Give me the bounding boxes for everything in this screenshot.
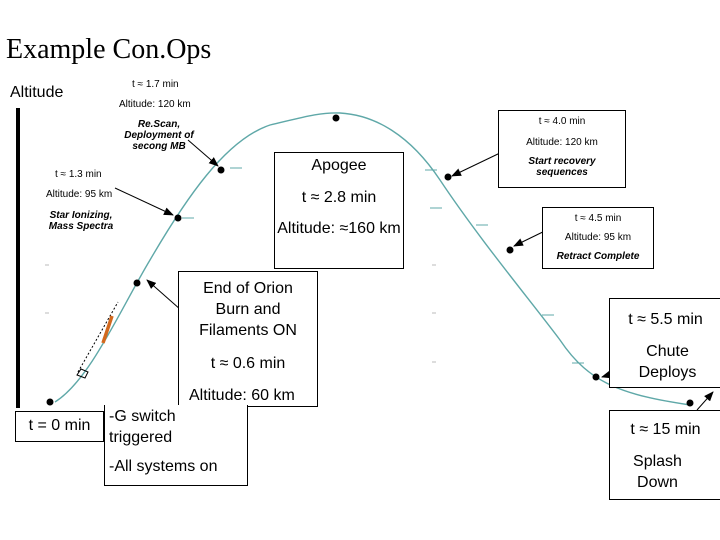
dot-t06 (133, 279, 141, 287)
dot-t55 (592, 373, 600, 381)
t55-box: t ≈ 5.5 min Chute Deploys (609, 298, 720, 388)
t55-desc: Chute Deploys (638, 343, 697, 381)
apogee-label: Apogee (311, 157, 367, 174)
t06-time: t ≈ 0.6 min (210, 355, 286, 372)
t15-desc: Splash Down (633, 453, 682, 491)
t40-box: t ≈ 4.0 min Altitude: 120 km Start recov… (498, 110, 626, 188)
dot-t13 (174, 214, 182, 222)
t06-altitude: Altitude: 60 km (189, 387, 295, 404)
t0-box: t = 0 min (15, 411, 104, 442)
t13-altitude: Altitude: 95 km (46, 189, 113, 200)
dot-t15 (686, 399, 694, 407)
t45-altitude: Altitude: 95 km (564, 232, 632, 243)
t0-desc-box: -G switch triggered -All systems on (104, 405, 248, 486)
t13-desc: Star Ionizing, Mass Spectra (48, 210, 114, 232)
t06-desc: End of Orion Burn and Filaments ON (199, 280, 297, 339)
t45-box: t ≈ 4.5 min Altitude: 95 km Retract Comp… (542, 207, 654, 269)
altitude-axis-label: Altitude (10, 84, 64, 101)
dot-t17 (217, 166, 225, 174)
t17-desc: Re.Scan, Deployment of secong MB (124, 119, 194, 152)
apogee-altitude: Altitude: ≈160 km (277, 220, 401, 237)
dot-apogee (332, 114, 340, 122)
t45-desc: Retract Complete (556, 251, 640, 262)
t15-box: t ≈ 15 min Splash Down (609, 410, 720, 500)
t17-altitude: Altitude: 120 km (119, 99, 191, 110)
apogee-box: Apogee t ≈ 2.8 min Altitude: ≈160 km (274, 152, 404, 269)
t0-time: t = 0 min (28, 417, 91, 434)
trajectory-curve (54, 112, 691, 406)
faint-dashes (45, 264, 436, 363)
t17-time: t ≈ 1.7 min (132, 79, 179, 90)
t13-time: t ≈ 1.3 min (55, 169, 102, 180)
apogee-time: t ≈ 2.8 min (301, 189, 377, 206)
arrows (114, 139, 714, 411)
t06-box: End of Orion Burn and Filaments ON t ≈ 0… (178, 271, 318, 407)
t0-desc1: -G switch triggered (109, 408, 176, 446)
t0-desc2: -All systems on (109, 458, 218, 475)
t40-time: t ≈ 4.0 min (538, 116, 586, 127)
dot-t40 (444, 173, 452, 181)
dot-t45 (506, 246, 514, 254)
event-dots (46, 114, 694, 407)
t40-desc: Start recovery sequences (528, 156, 596, 178)
t40-altitude: Altitude: 120 km (526, 137, 598, 148)
t45-time: t ≈ 4.5 min (574, 213, 622, 224)
rocket-icon (76, 301, 119, 379)
dot-t0 (46, 398, 54, 406)
t15-time: t ≈ 15 min (630, 421, 701, 438)
page-title: Example Con.Ops (6, 34, 212, 65)
t55-time: t ≈ 5.5 min (628, 311, 703, 328)
